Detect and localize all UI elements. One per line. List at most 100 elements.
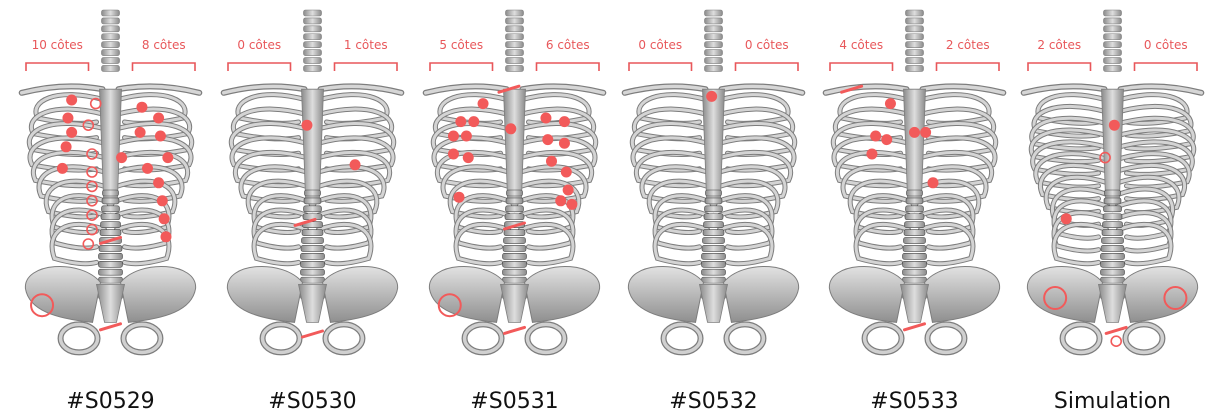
sacrum xyxy=(1099,284,1127,322)
right-rib-count-label: 6 côtes xyxy=(546,38,590,52)
left-rib-bracket xyxy=(629,63,692,71)
vertebra xyxy=(503,269,527,275)
left-rib-count-label: 0 côtes xyxy=(237,38,281,52)
panel-s0529: 10 côtes 8 côtes #S0529 xyxy=(22,10,200,414)
vertebra xyxy=(301,277,325,283)
left-rib-bracket xyxy=(228,63,291,71)
cervical-vertebra xyxy=(1104,34,1122,40)
fracture-dot xyxy=(881,134,892,145)
right-ilium xyxy=(525,266,600,322)
fracture-dot xyxy=(136,102,147,113)
right-obturator-ring-highlight xyxy=(527,324,564,352)
vertebra xyxy=(702,253,726,259)
vertebra xyxy=(702,261,726,267)
panel-s0532: 0 côtes 0 côtes #S0532 xyxy=(625,10,803,414)
vertebra xyxy=(1103,222,1123,228)
cervical-vertebra xyxy=(1104,58,1122,64)
right-rib-count-label: 1 côtes xyxy=(344,38,388,52)
right-obturator-ring-highlight xyxy=(325,324,362,352)
fracture-line xyxy=(303,331,323,337)
cervical-vertebra xyxy=(906,42,924,48)
fracture-dot xyxy=(885,98,896,109)
vertebra xyxy=(304,198,321,204)
vertebra xyxy=(302,238,324,244)
right-ilium xyxy=(323,266,398,322)
cervical-vertebra xyxy=(906,34,924,40)
right-rib-count-label: 0 côtes xyxy=(1144,38,1188,52)
cervical-vertebra xyxy=(506,10,524,16)
vertebra xyxy=(99,261,123,267)
cervical-vertebra xyxy=(102,18,120,24)
fracture-dot xyxy=(461,131,472,142)
panel-simulation: 2 côtes 0 côtes Simulation xyxy=(1024,10,1202,414)
left-rib-count-label: 0 côtes xyxy=(638,38,682,52)
panel-s0533: 4 côtes 2 côtes #S0533 xyxy=(826,10,1004,414)
cervical-vertebra xyxy=(304,50,322,56)
vertebra xyxy=(101,214,120,220)
specimen-caption: #S0529 xyxy=(66,389,154,414)
vertebra xyxy=(99,269,123,275)
fracture-dot xyxy=(468,116,479,127)
fracture-dot xyxy=(559,116,570,127)
specimen-caption: #S0531 xyxy=(470,389,558,414)
left-obturator-ring-highlight xyxy=(465,324,502,352)
right-obturator-ring-highlight xyxy=(1125,324,1162,352)
vertebra xyxy=(99,253,123,259)
vertebra xyxy=(99,245,122,251)
fracture-dot xyxy=(153,177,164,188)
skeleton-drawing xyxy=(625,10,803,352)
right-rib-bracket xyxy=(133,63,196,71)
left-obturator-ring-highlight xyxy=(664,324,701,352)
fracture-dot xyxy=(555,195,566,206)
vertebra xyxy=(704,222,724,228)
vertebra xyxy=(503,253,527,259)
fracture-dot xyxy=(66,127,77,138)
left-obturator-ring-highlight xyxy=(61,324,98,352)
sacrum xyxy=(700,284,728,322)
fracture-dot xyxy=(505,123,516,134)
cervical-vertebra xyxy=(102,50,120,56)
left-rib-count-label: 10 côtes xyxy=(32,38,83,52)
vertebra xyxy=(1105,190,1121,196)
cervical-vertebra xyxy=(506,26,524,32)
left-obturator-ring-highlight xyxy=(1063,324,1100,352)
specimen-caption: #S0532 xyxy=(669,389,757,414)
fracture-dot xyxy=(866,149,877,160)
vertebra xyxy=(903,245,926,251)
fracture-dot xyxy=(561,167,572,178)
right-ilium xyxy=(724,266,799,322)
vertebra xyxy=(705,206,723,212)
cervical-vertebra xyxy=(102,10,120,16)
cervical-vertebra xyxy=(304,18,322,24)
sacrum xyxy=(299,284,327,322)
left-rib-bracket xyxy=(430,63,493,71)
vertebra xyxy=(1102,238,1124,244)
vertebra xyxy=(100,230,121,236)
vertebra xyxy=(301,269,325,275)
vertebra xyxy=(302,230,323,236)
fracture-dot xyxy=(478,98,489,109)
right-obturator-ring-highlight xyxy=(726,324,763,352)
fracture-dot xyxy=(142,163,153,174)
cervical-vertebra xyxy=(506,18,524,24)
vertebra xyxy=(503,261,527,267)
sacrum xyxy=(901,284,929,322)
vertebra xyxy=(301,261,325,267)
cervical-vertebra xyxy=(506,58,524,64)
cervical-vertebra xyxy=(906,50,924,56)
vertebra xyxy=(705,198,722,204)
fracture-dot xyxy=(454,192,465,203)
fracture-line xyxy=(505,327,525,333)
right-ilium xyxy=(925,266,1000,322)
vertebra xyxy=(904,238,926,244)
fracture-dot xyxy=(455,116,466,127)
right-rib-bracket xyxy=(335,63,398,71)
skeleton-drawing xyxy=(426,10,604,352)
fracture-dot xyxy=(66,95,77,106)
cervical-vertebra xyxy=(506,65,524,71)
cervical-vertebra xyxy=(1104,42,1122,48)
cervical-vertebra xyxy=(304,42,322,48)
fracture-dot xyxy=(920,127,931,138)
fracture-dot xyxy=(1061,213,1072,224)
fracture-dot xyxy=(155,131,166,142)
